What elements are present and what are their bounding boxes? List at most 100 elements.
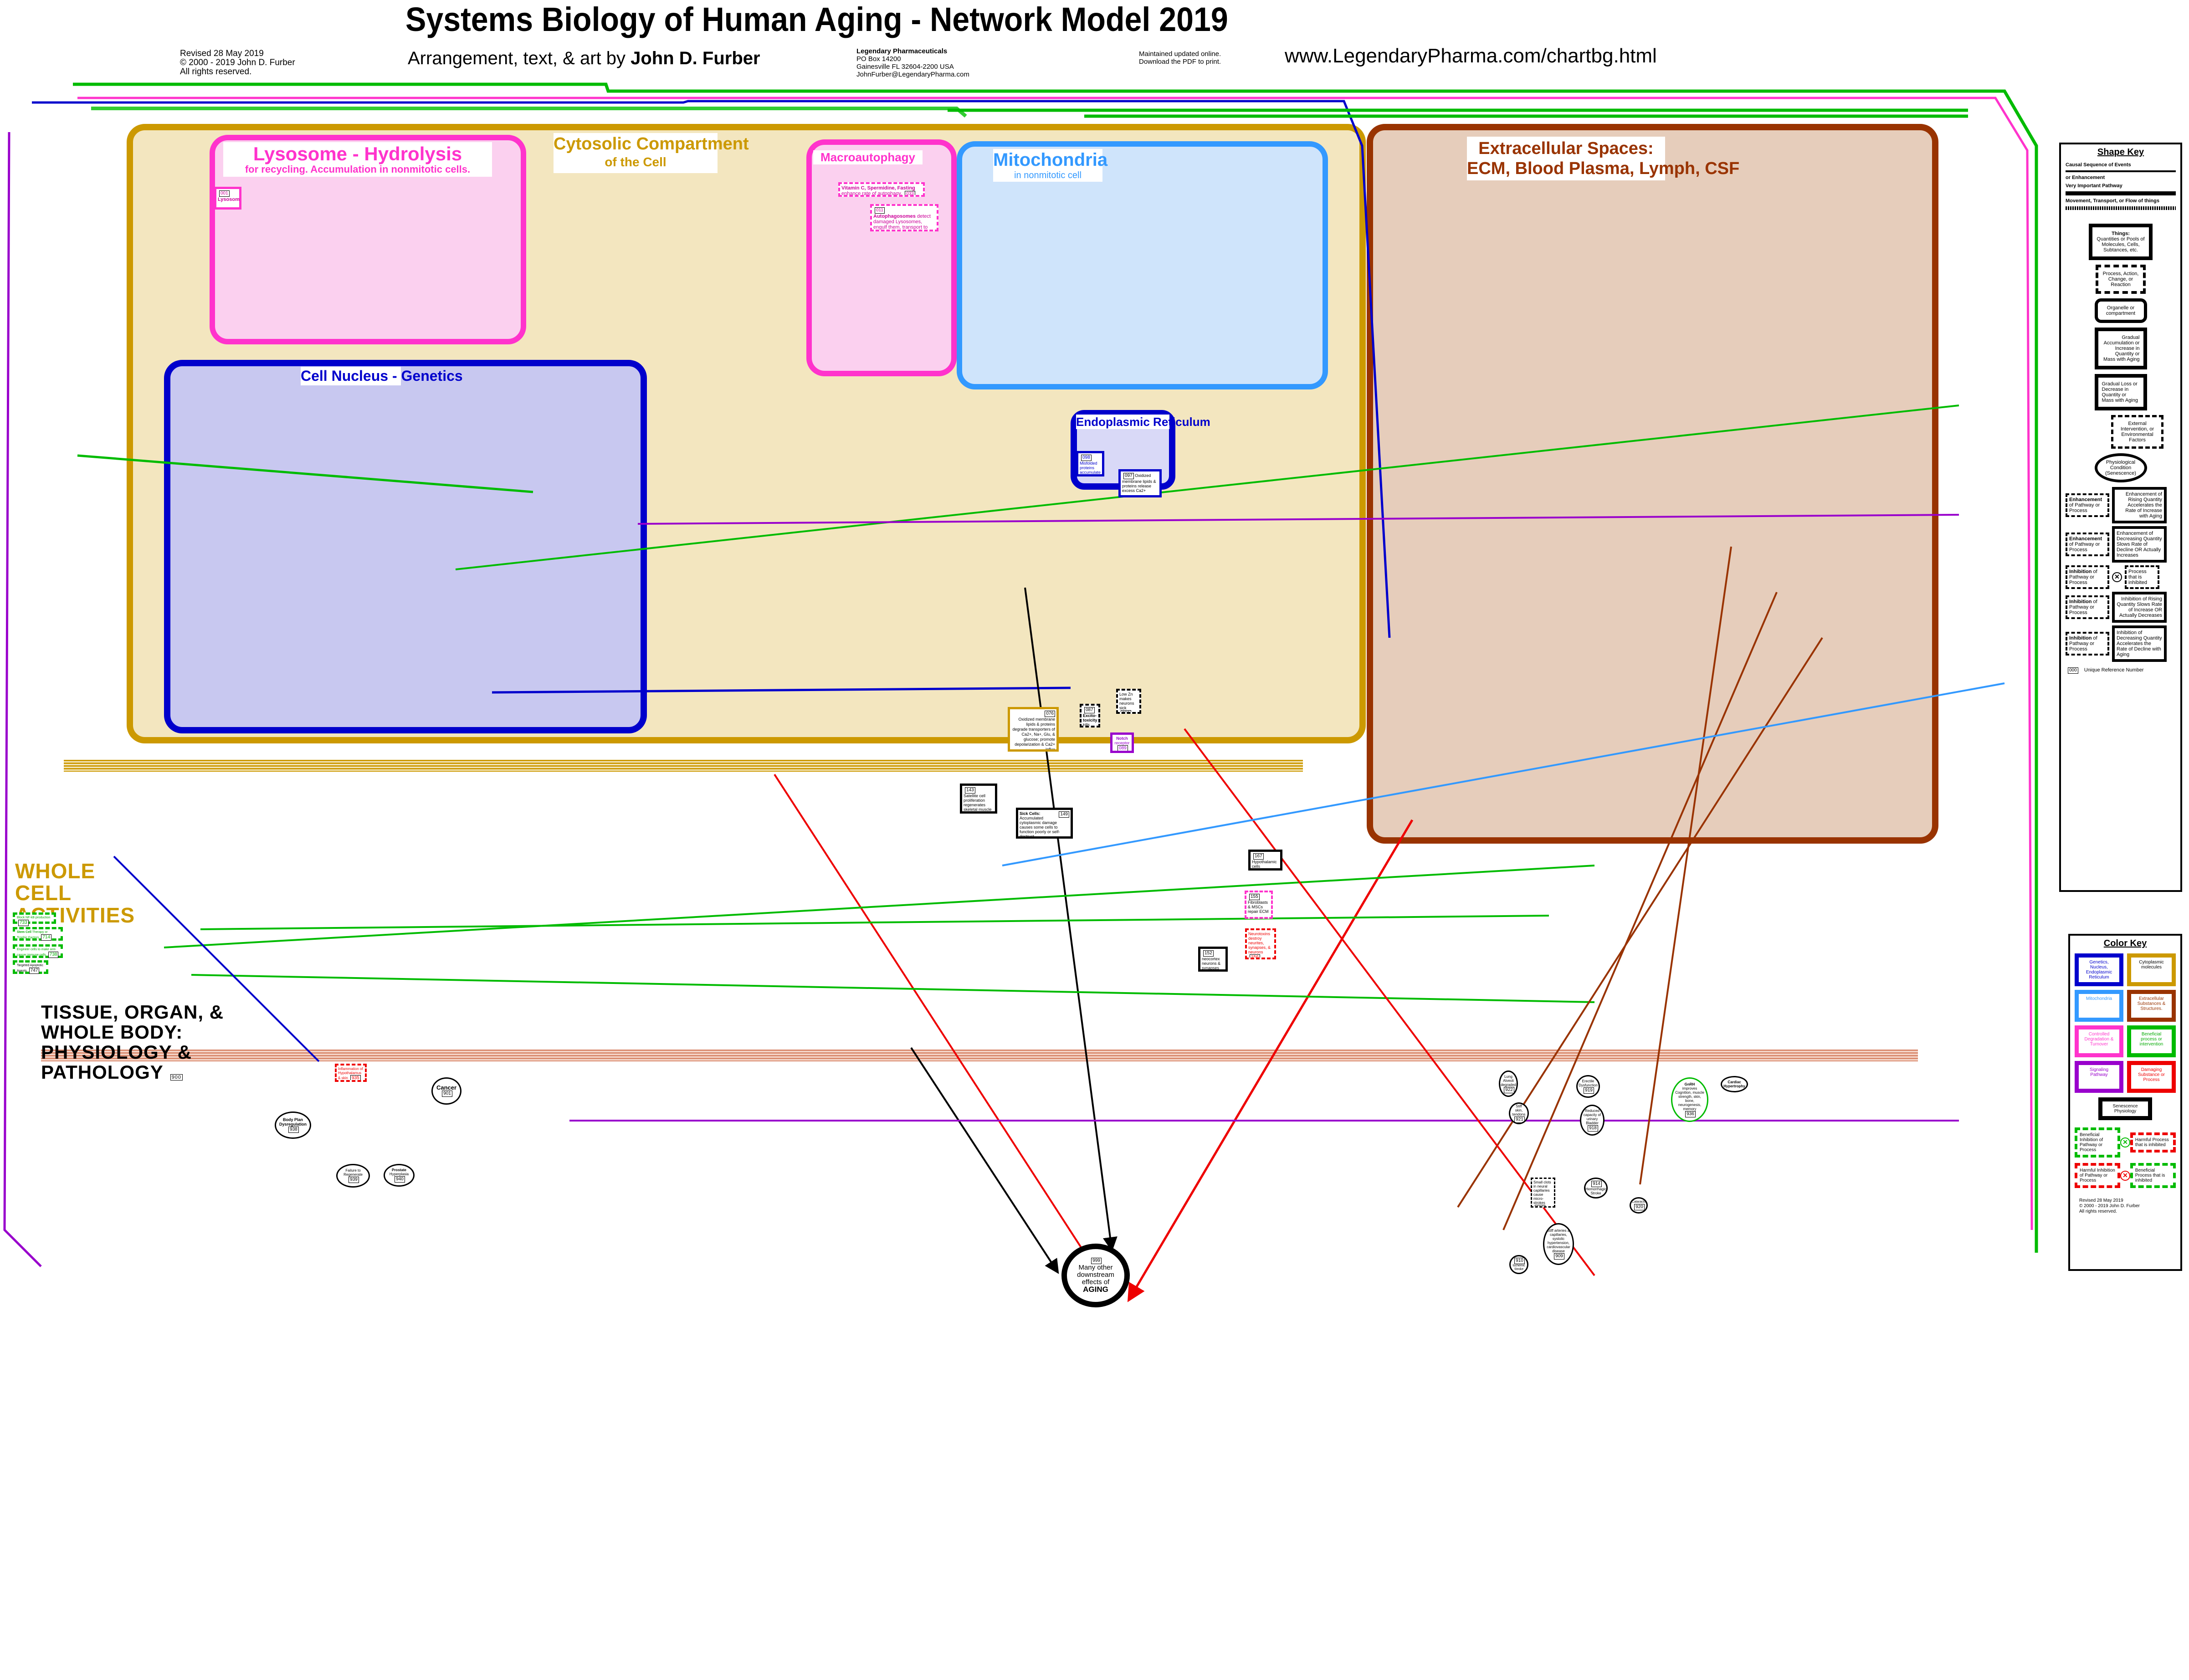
color-degradation: Controlled Degradation & Turnover <box>2075 1025 2123 1057</box>
node-title: GnRH <box>1684 1082 1695 1086</box>
key-causal-label-2: or Enhancement <box>2066 175 2176 180</box>
color-extracellular: Extracellular Substances & Structures. <box>2127 990 2176 1022</box>
node-text: Inflammation of Hypothalamus & skin <box>338 1067 363 1080</box>
intervention-733[interactable]: Block NF-kB production 733 <box>13 912 56 926</box>
node-999-aging[interactable]: 999 Many other downstream effects of AGI… <box>1061 1244 1130 1307</box>
intervention-747[interactable]: Targeted Apoptotic Agents 747 <box>13 960 48 974</box>
lysosome-title: Lysosome - Hydrolysis for recycling. Acc… <box>223 142 492 177</box>
key-text: Enhancement <box>2069 497 2102 502</box>
node-940[interactable]: Prostate Hyperplasia 940 <box>384 1164 415 1187</box>
node-089[interactable]: Notch receptor 089 <box>1110 732 1134 753</box>
key-text: of Pathway or Process <box>2069 599 2097 615</box>
node-text: Small clots in neural capillaries cause … <box>1533 1180 1551 1205</box>
color-key: Color Key Genetics, Nucleus, Endoplasmic… <box>2068 934 2182 1271</box>
node-143[interactable]: 143 Satellite cell proliferation regener… <box>960 784 997 814</box>
ref-number: 910 <box>1514 1258 1525 1264</box>
node-title: AGING <box>1083 1285 1108 1294</box>
ref-number: 033 <box>905 191 915 195</box>
node-001[interactable]: 001 Lysosomes <box>214 187 241 210</box>
website-link[interactable]: www.LegendaryPharma.com/chartbg.html <box>1285 45 1657 67</box>
intervention-714[interactable]: Stem Cell Therapy or Trophic Factors 714 <box>13 927 63 941</box>
node-text: Many other downstream effects of <box>1077 1264 1114 1286</box>
ref-number: 909 <box>1554 1253 1564 1260</box>
extracellular-title-text: Extracellular Spaces: <box>1478 139 1654 158</box>
ref-number: 738 <box>48 952 59 958</box>
node-text: Stiff skin, tendons <box>1512 1104 1526 1117</box>
node-098[interactable]: 098 Misfolded proteins accumulate <box>1076 451 1104 476</box>
node-086[interactable]: Low Zn makes neurons sick 086 <box>1116 689 1141 714</box>
ref-number: 922 <box>1504 1086 1514 1093</box>
node-938[interactable]: Body Plan Dysregulation 938 <box>275 1111 311 1139</box>
extracellular-title: Extracellular Spaces: ECM, Blood Plasma,… <box>1467 137 1739 180</box>
node-155[interactable]: 155 Fibroblasts & MSCs repair ECM <box>1245 891 1273 919</box>
node-918[interactable]: Reduced capacity of urinary Bladder 918 <box>1580 1105 1605 1136</box>
node-076[interactable]: 076 Oxidized membrane lipids & proteins … <box>1008 707 1059 752</box>
key-process: Process, Action, Change, or Reaction <box>2096 265 2146 294</box>
node-921[interactable]: Stiff skin, tendons 921 <box>1509 1102 1529 1124</box>
section-whole-cell: WHOLE CELL ACTIVITIES <box>15 859 135 927</box>
company-info: Legendary Pharmaceuticals PO Box 14200 G… <box>856 47 969 78</box>
node-title: Prostate <box>391 1168 406 1172</box>
cytosol-title-text: Cytosolic Compartment <box>554 134 749 154</box>
node-156[interactable]: Neurotoxins destroy neurites, synapses, … <box>1245 928 1276 959</box>
node-919[interactable]: Erectile Dysfunction 919 <box>1576 1075 1600 1098</box>
node-text: Hemorrhagic Stroke <box>1585 1187 1606 1195</box>
node-914[interactable]: 914 Hemorrhagic Stroke <box>1584 1178 1608 1199</box>
node-935[interactable]: Inflammation of Hypothalamus & skin 935 <box>335 1064 367 1082</box>
color-key-title: Color Key <box>2103 938 2147 948</box>
node-033[interactable]: Vitamin C, Spermidine, Fasting enhance r… <box>838 182 925 197</box>
revised-date: Revised 28 May 2019 <box>2079 1198 2123 1203</box>
node-916[interactable]: Small clots in neural capillaries cause … <box>1531 1178 1555 1208</box>
node-text: Reduced capacity of urinary Bladder <box>1583 1109 1601 1125</box>
ref-number: 999 <box>1091 1258 1102 1264</box>
node-909[interactable]: Stiff arteries & capillaries, systolic h… <box>1543 1223 1574 1265</box>
rights: All rights reserved. <box>2079 1209 2117 1214</box>
key-text: Inhibition <box>2069 599 2092 604</box>
node-936[interactable]: GnRH improves Cognition, muscle strength… <box>1671 1077 1708 1122</box>
key-movement-label: Movement, Transport, or Flow of things <box>2066 198 2176 204</box>
node-text: improves Cognition, muscle strength, ski… <box>1675 1086 1704 1111</box>
ref-number: 747 <box>29 968 40 974</box>
ref-number: 921 <box>1514 1116 1525 1123</box>
node-910[interactable]: 910 Ischemic Stroke <box>1509 1255 1528 1274</box>
ref-number: 935 <box>350 1075 361 1080</box>
key-enh-rising: Enhancement of Pathway or Process Enhanc… <box>2066 487 2176 523</box>
ref-number: 087 <box>1084 707 1095 713</box>
ref-number: 086 <box>1121 710 1131 712</box>
node-922[interactable]: Lung Alveoli degraded 922 <box>1499 1070 1518 1097</box>
cytosol-title: Cytosolic Compartment of the Cell <box>554 133 749 173</box>
color-mitochondria: Mitochondria <box>2075 990 2123 1022</box>
maintained-note: Maintained updated online. Download the … <box>1139 50 1221 66</box>
node-text: Stiff arteries & capillaries, systolic h… <box>1547 1229 1570 1253</box>
node-cardiac-hypertrophy[interactable]: Cardiac Hypertrophy <box>1721 1076 1748 1092</box>
ref-number: 001 <box>219 190 230 197</box>
node-087[interactable]: 087 Excito-toxicity kills neurons <box>1080 704 1100 727</box>
intervention-738[interactable]: Engineer cells to make anti-cancer immun… <box>13 944 63 958</box>
node-939[interactable]: Failure to Regenerate 939 <box>336 1164 370 1188</box>
node-097[interactable]: 097 Oxidized membrane lipids & proteins … <box>1118 469 1162 497</box>
key-text: Causal Sequence of Events <box>2066 162 2131 168</box>
rights: All rights reserved. <box>180 67 252 77</box>
node-title: Lysosomes <box>218 197 240 202</box>
node-920[interactable]: Cataracts 920 <box>1630 1197 1648 1214</box>
key-harmful-inhibition: Harmful Inhibition of Pathway or Process… <box>2070 1160 2180 1191</box>
mitochondria-title-text: Mitochondria <box>993 150 1108 170</box>
lysosome-title-text: Lysosome - Hydrolysis <box>253 143 462 164</box>
cytosol-subtitle: of the Cell <box>605 155 666 169</box>
green-inhibition-icon: ✕ <box>2120 1137 2130 1147</box>
ref-number: 714 <box>41 934 52 941</box>
node-167[interactable]: 167 Hypothalamic cells <box>1248 850 1282 871</box>
node-text: Hypothalamic cells <box>1252 860 1277 869</box>
shape-key-title: Shape Key <box>2097 147 2144 157</box>
ref-number: 914 <box>1591 1181 1602 1187</box>
ref-number: 918 <box>1588 1125 1598 1132</box>
node-152[interactable]: 152 neocortex neurons & synapses <box>1198 947 1228 972</box>
color-cytoplasmic: Cytoplasmic molecules <box>2127 953 2176 986</box>
node-text: Neurotoxins destroy neurites, synapses, … <box>1248 932 1271 954</box>
key-text: Things: <box>2112 231 2130 236</box>
ref-number: 098 <box>1081 455 1092 461</box>
node-149[interactable]: 149 Sick Cells: Accumulated cytoplasmic … <box>1016 808 1073 839</box>
node-011[interactable]: 011 Autophagosomes detect damaged Lysoso… <box>870 204 938 231</box>
company-email[interactable]: JohnFurber@LegendaryPharma.com <box>856 71 969 78</box>
node-901-cancer[interactable]: Cancer 901 <box>431 1077 461 1105</box>
